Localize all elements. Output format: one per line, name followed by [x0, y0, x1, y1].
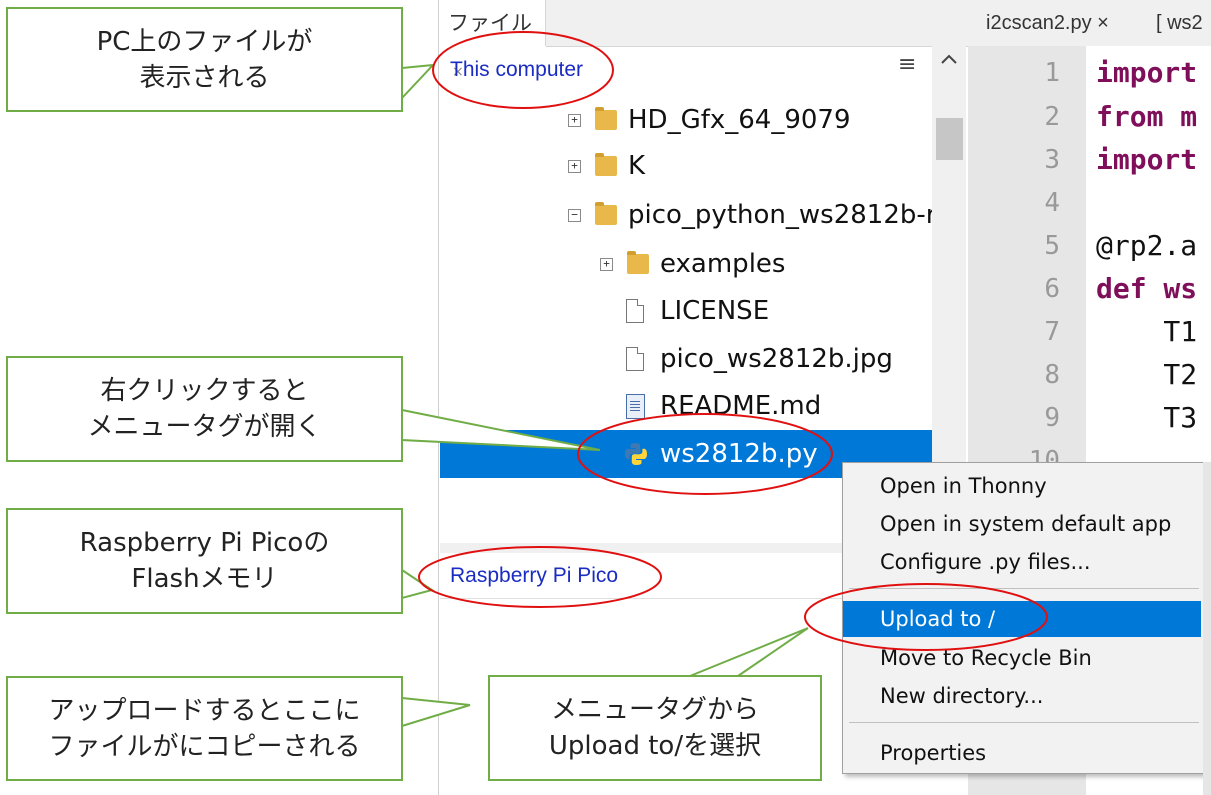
line-number: 1: [1044, 58, 1060, 88]
menu-separator: [849, 722, 1199, 723]
file-icon: [626, 347, 644, 371]
tree-item-label: HD_Gfx_64_9079: [628, 105, 851, 135]
callout-line: 表示される: [139, 62, 270, 93]
expand-icon[interactable]: +: [568, 114, 581, 127]
callout-line: メニュータグから: [550, 695, 759, 725]
line-number: 9: [1044, 403, 1060, 433]
line-number: 3: [1044, 145, 1060, 175]
pico-label: Raspberry Pi Pico: [450, 564, 619, 587]
tree-item-label: pico_python_ws2812b-r: [628, 200, 932, 230]
callout-line: メニュータグが開く: [87, 412, 322, 442]
expand-icon[interactable]: +: [600, 258, 613, 271]
this-computer-label: This computer: [450, 58, 584, 81]
menu-icon[interactable]: ≡: [898, 52, 917, 77]
callout-line: Flashメモリ: [131, 564, 278, 594]
tree-item-label: pico_ws2812b.jpg: [660, 344, 893, 374]
tab-files[interactable]: ファイル ×: [440, 0, 546, 80]
code-line: @rp2.a: [1096, 229, 1198, 262]
code-line: import: [1096, 143, 1198, 176]
code-line: import: [1096, 56, 1198, 89]
editor-scrollbar[interactable]: [1203, 462, 1211, 795]
callout-upload-destination: アップロードするとここに ファイルがにコピーされる: [6, 676, 403, 781]
callout-tail: [401, 696, 471, 728]
highlight-ellipse: [577, 413, 833, 495]
menu-upload-to[interactable]: Upload to /: [843, 601, 1201, 637]
callout-line: アップロードするとここに: [48, 695, 361, 726]
code-line: T1: [1096, 315, 1198, 348]
line-number: 2: [1044, 102, 1060, 132]
tab-i2cscan2[interactable]: i2cscan2.py ×: [986, 12, 1109, 34]
python-file-icon: [625, 443, 647, 465]
callout-select-upload: メニュータグから Upload to/を選択: [488, 675, 822, 781]
highlight-ellipse: [804, 583, 1048, 651]
code-line: T3: [1096, 401, 1198, 434]
menu-new-directory[interactable]: New directory...: [880, 684, 1044, 708]
callout-line: ファイルがにコピーされる: [48, 731, 361, 762]
tab-files-label: ファイル: [448, 11, 532, 35]
menu-properties[interactable]: Properties: [880, 741, 987, 765]
code-line: from m: [1096, 100, 1198, 133]
callout-tail: [401, 63, 436, 101]
tab-close-icon[interactable]: ×: [452, 64, 464, 80]
line-number: 7: [1044, 317, 1060, 347]
line-number: 6: [1044, 274, 1060, 304]
callout-line: 右クリックすると: [100, 376, 309, 406]
callout-tail: [689, 627, 809, 677]
tree-item-label: ws2812b.py: [660, 439, 818, 469]
line-number: 8: [1044, 360, 1060, 390]
context-menu: Open in Thonny Open in system default ap…: [842, 462, 1206, 774]
highlight-ellipse: [418, 546, 662, 608]
line-number: 5: [1044, 231, 1060, 261]
scroll-up-icon[interactable]: [940, 50, 958, 71]
divider: [440, 598, 968, 599]
callout-line: PC上のファイルが: [96, 26, 313, 57]
callout-line: Raspberry Pi Picoの: [79, 528, 330, 558]
callout-tail: [401, 568, 435, 600]
expand-icon[interactable]: +: [568, 160, 581, 173]
callout-tail: [401, 408, 601, 451]
highlight-ellipse: [432, 31, 614, 109]
callout-pico-flash: Raspberry Pi Picoの Flashメモリ: [6, 508, 403, 614]
tree-item-label: LICENSE: [660, 296, 770, 326]
menu-separator: [849, 588, 1199, 589]
folder-icon: [595, 107, 617, 130]
code-line: def ws: [1096, 272, 1198, 305]
editor-tab-strip: [968, 0, 1211, 47]
line-number: 4: [1044, 188, 1060, 218]
tree-row-pico-python[interactable]: − pico_python_ws2812b-r: [568, 192, 932, 238]
collapse-icon[interactable]: −: [568, 209, 581, 222]
tree-item-label: K: [628, 151, 646, 181]
line-number: 10: [1028, 446, 1060, 462]
file-icon: [626, 299, 644, 323]
folder-icon: [627, 251, 649, 274]
callout-right-click: 右クリックすると メニュータグが開く: [6, 356, 403, 462]
tree-scrollbar-thumb[interactable]: [936, 118, 963, 160]
menu-open-in-thonny[interactable]: Open in Thonny: [880, 474, 1047, 498]
pane-separator[interactable]: [440, 543, 968, 553]
tree-item-label: examples: [660, 249, 786, 279]
callout-pc-files: PC上のファイルが 表示される: [6, 7, 403, 112]
markdown-file-icon: [626, 394, 645, 419]
menu-configure-py[interactable]: Configure .py files...: [880, 550, 1091, 574]
folder-icon: [595, 202, 617, 225]
callout-line: Upload to/を選択: [548, 731, 762, 761]
folder-icon: [595, 153, 617, 176]
tab-strip: [546, 0, 968, 47]
code-line: T2: [1096, 358, 1198, 391]
menu-open-default-app[interactable]: Open in system default app: [880, 512, 1172, 536]
tab-ws2[interactable]: [ ws2: [1156, 12, 1203, 34]
